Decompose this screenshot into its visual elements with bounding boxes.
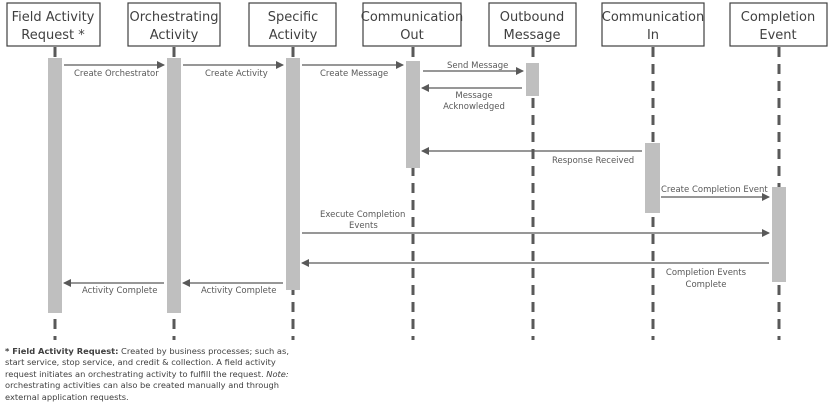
participant-label: Communication bbox=[602, 10, 704, 25]
participant-outbound-message: Outbound Message bbox=[488, 2, 577, 47]
message-label: Create Completion Event bbox=[661, 185, 768, 195]
participant-label: Event bbox=[759, 28, 796, 43]
participant-completion-event: Completion Event bbox=[729, 2, 828, 47]
message-label: Response Received bbox=[552, 156, 634, 166]
footnote-term: * Field Activity Request: bbox=[5, 346, 119, 356]
message-label: Completion Events bbox=[666, 268, 747, 278]
participant-label: Field Activity bbox=[12, 10, 95, 25]
activation-bar bbox=[48, 58, 62, 313]
message-label: Activity Complete bbox=[201, 286, 276, 296]
participant-communication-out: Communication Out bbox=[361, 2, 463, 47]
activation-bar bbox=[167, 58, 181, 313]
message-label: Events bbox=[349, 221, 378, 231]
participant-label: Activity bbox=[150, 28, 199, 43]
participant-label: Out bbox=[400, 28, 424, 43]
participant-label: Activity bbox=[269, 28, 318, 43]
footnote: * Field Activity Request: Created by bus… bbox=[5, 346, 305, 403]
participant-label: In bbox=[647, 28, 659, 43]
message-label: Activity Complete bbox=[82, 286, 157, 296]
activation-bar bbox=[286, 58, 300, 290]
participant-label: Outbound bbox=[500, 10, 565, 25]
message-label: Execute Completion bbox=[320, 210, 405, 220]
participant-orchestrating-activity: Orchestrating Activity bbox=[127, 2, 221, 47]
participant-label: Completion bbox=[741, 10, 815, 25]
footnote-note-label: Note: bbox=[266, 368, 289, 379]
activation-bar bbox=[526, 63, 539, 96]
participant-communication-in: Communication In bbox=[601, 2, 705, 47]
activation-bar bbox=[406, 61, 420, 168]
participant-label: Orchestrating bbox=[129, 10, 218, 25]
participant-label: Specific bbox=[268, 10, 319, 25]
activation-bar bbox=[772, 187, 786, 282]
message-label: Create Message bbox=[320, 69, 388, 79]
message-label: Create Orchestrator bbox=[74, 69, 159, 79]
footnote-note-text: orchestrating activities can also be cre… bbox=[5, 380, 280, 402]
message-label: Message bbox=[455, 91, 492, 101]
message-label: Create Activity bbox=[205, 69, 268, 79]
participant-label: Message bbox=[504, 28, 561, 43]
activation-bar bbox=[645, 143, 660, 213]
message-label: Acknowledged bbox=[443, 102, 505, 112]
message-label: Send Message bbox=[447, 61, 508, 71]
participant-specific-activity: Specific Activity bbox=[248, 2, 337, 47]
participant-label: Request * bbox=[21, 28, 85, 43]
message-label: Complete bbox=[686, 280, 727, 290]
participant-label: Communication bbox=[361, 10, 463, 25]
participant-field-activity-request: Field Activity Request * bbox=[6, 2, 101, 47]
footnote-text: Created by business processes; such as, … bbox=[5, 346, 289, 379]
